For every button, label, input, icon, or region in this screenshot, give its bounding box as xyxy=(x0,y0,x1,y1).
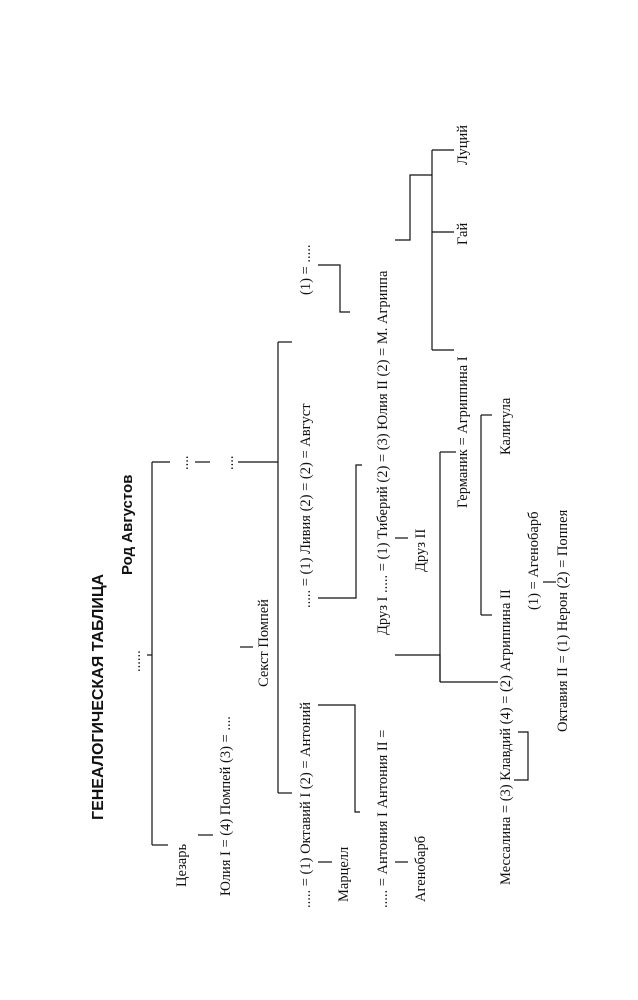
person-caligula: Калигула xyxy=(498,397,514,455)
person-claudius-row: Мессалина = (3) Клавдий (4) = (2) Агрипп… xyxy=(498,589,514,885)
person-drusus-row: Друз I ..... = (1) Тиберий (2) = (3) Юли… xyxy=(375,270,391,635)
person-ahenobarbus-1: Агенобарб xyxy=(413,836,429,902)
person-ahenobarbus-2: (1) = Агенобарб xyxy=(526,512,542,610)
person-dots-top-1: .... xyxy=(176,456,192,471)
page-title: ГЕНЕАЛОГИЧЕСКАЯ ТАБЛИЦА xyxy=(90,573,107,820)
rotated-text-layer: ГЕНЕАЛОГИЧЕСКАЯ ТАБЛИЦА Род Августов ...… xyxy=(90,125,571,908)
page-subtitle: Род Августов xyxy=(119,475,136,575)
person-sextus-pompey: Секст Помпей xyxy=(256,599,272,687)
connector-augustus-julia xyxy=(318,264,350,313)
connector-lines xyxy=(147,149,556,863)
connector-messalina-claudius xyxy=(514,731,529,781)
person-octavia-row: ..... = (1) Октавий I (2) = Антоний xyxy=(298,702,314,908)
person-root-ellipsis: ...... xyxy=(128,650,144,672)
connector-octavia-antony-children xyxy=(318,704,360,813)
connector-agrippa-children xyxy=(395,174,432,241)
person-nero-row: Октавия II = (1) Нерон (2) = Поппея xyxy=(555,509,571,732)
person-dots-top-2: .... xyxy=(221,456,237,471)
person-julia-row: Юлия I = (4) Помпей (3) = .... xyxy=(218,716,234,896)
connector-antonia-children xyxy=(395,654,441,682)
person-germanicus-row: Германик = Агриппина I xyxy=(455,356,471,508)
person-gaius: Гай xyxy=(455,223,471,245)
person-antonias-row: ..... = Антония I Антония II = xyxy=(375,730,391,908)
person-drusus-ii: Друз II xyxy=(413,529,429,572)
person-caesar: Цезарь xyxy=(174,844,190,887)
connector-livia-children xyxy=(318,464,362,599)
person-lucius: Луций xyxy=(455,125,471,165)
person-augustus-first-wife: (1) = ..... xyxy=(298,245,314,295)
person-livia-row: ..... = (1) Ливия (2) = (2) = Август xyxy=(298,403,314,608)
person-marcellus: Марцелл xyxy=(336,847,352,902)
